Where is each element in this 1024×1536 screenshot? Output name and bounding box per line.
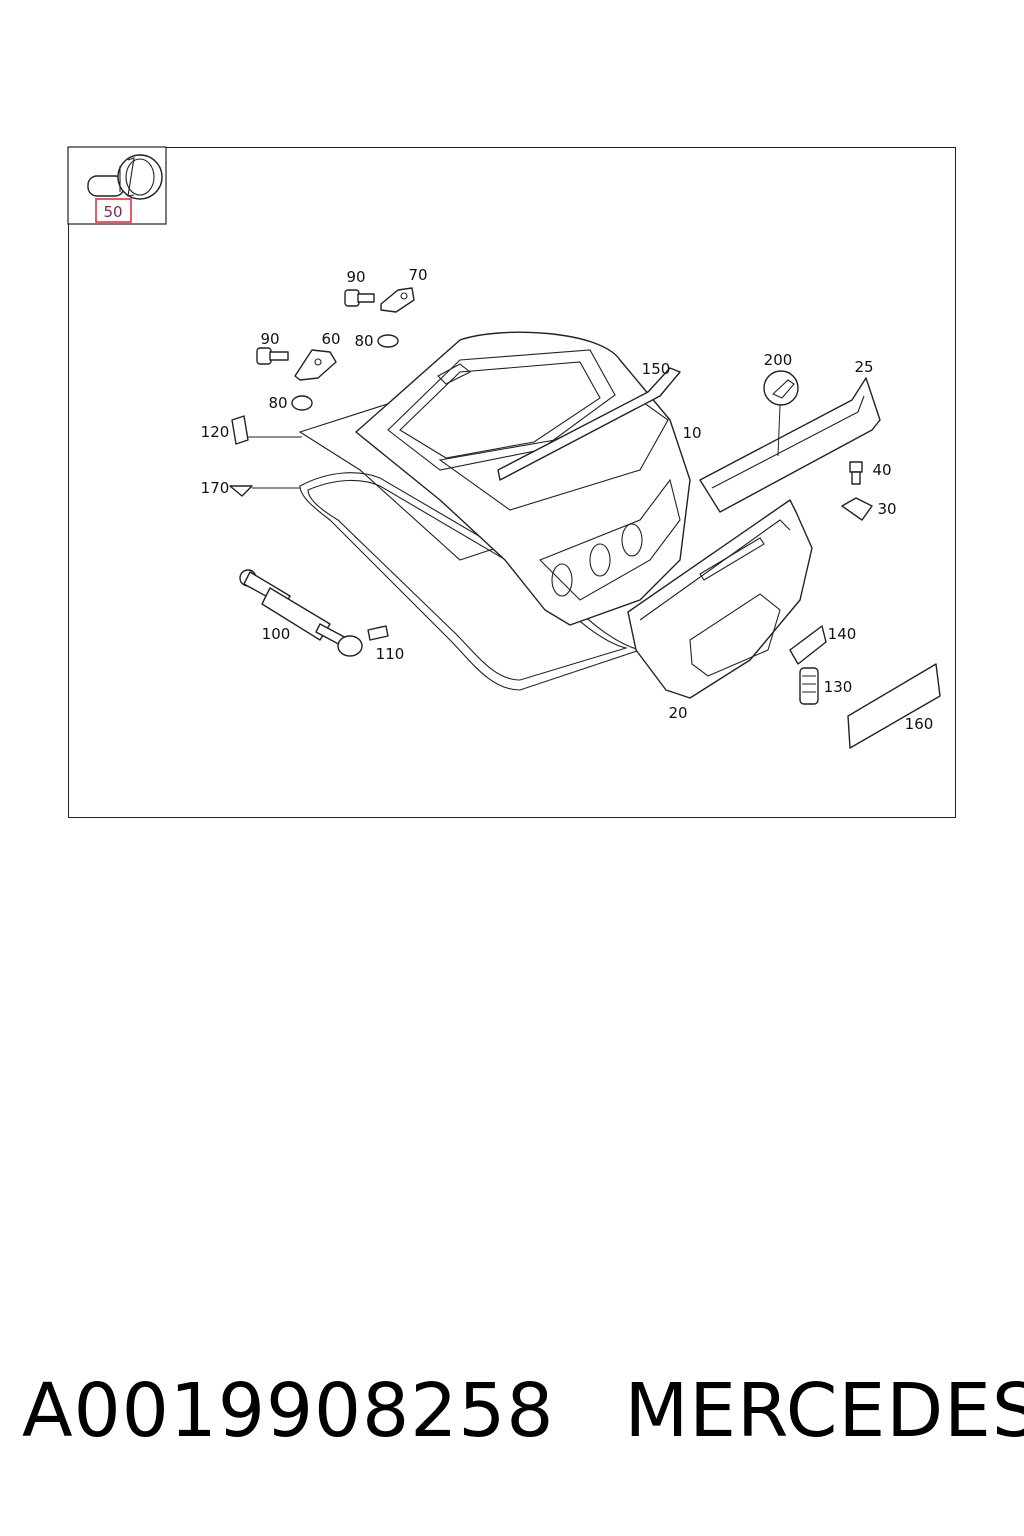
gas-strut-100 bbox=[239, 569, 389, 657]
callout-200: 200 bbox=[764, 351, 793, 369]
brand-name: MERCEDES bbox=[624, 1368, 1024, 1454]
spoiler-strip-150 bbox=[497, 367, 681, 481]
tool-200 bbox=[763, 370, 799, 406]
callout-40: 40 bbox=[872, 461, 891, 479]
plate-160 bbox=[847, 663, 941, 749]
highlight-box bbox=[95, 198, 132, 223]
bracket-140-bumper-130 bbox=[789, 625, 827, 705]
diagram-frame bbox=[68, 147, 956, 818]
callout-60: 60 bbox=[321, 330, 340, 348]
callout-90a: 90 bbox=[346, 268, 365, 286]
callout-120: 120 bbox=[201, 423, 230, 441]
callout-70: 70 bbox=[408, 266, 427, 284]
leader-lines bbox=[248, 404, 781, 489]
callout-25: 25 bbox=[854, 358, 873, 376]
callout-150: 150 bbox=[642, 360, 671, 378]
callout-170: 170 bbox=[201, 479, 230, 497]
trim-panel-20 bbox=[627, 499, 813, 699]
part-number: A0019908258 bbox=[22, 1368, 555, 1454]
caption: A0019908258 MERCEDES bbox=[22, 1368, 1024, 1454]
callout-80b: 80 bbox=[268, 394, 287, 412]
callout-140: 140 bbox=[828, 625, 857, 643]
clips-40-30 bbox=[841, 461, 873, 521]
callout-30: 30 bbox=[877, 500, 896, 518]
callout-80a: 80 bbox=[354, 332, 373, 350]
callout-160: 160 bbox=[905, 715, 934, 733]
callout-20: 20 bbox=[668, 704, 687, 722]
callout-100: 100 bbox=[262, 625, 291, 643]
trim-strip-25 bbox=[699, 377, 881, 513]
callout-10: 10 bbox=[682, 424, 701, 442]
hinge-bolts-upper bbox=[256, 287, 415, 411]
tailgate-main bbox=[355, 331, 691, 626]
callout-90b: 90 bbox=[260, 330, 279, 348]
callout-130: 130 bbox=[824, 678, 853, 696]
callout-110: 110 bbox=[376, 645, 405, 663]
exploded-parts-diagram: 50 bbox=[67, 146, 941, 749]
inset-part-50: 50 bbox=[67, 146, 167, 225]
callout-50: 50 bbox=[103, 203, 122, 221]
callout-labels: 90 70 90 60 80 80 150 200 25 10 120 170 … bbox=[201, 266, 934, 733]
